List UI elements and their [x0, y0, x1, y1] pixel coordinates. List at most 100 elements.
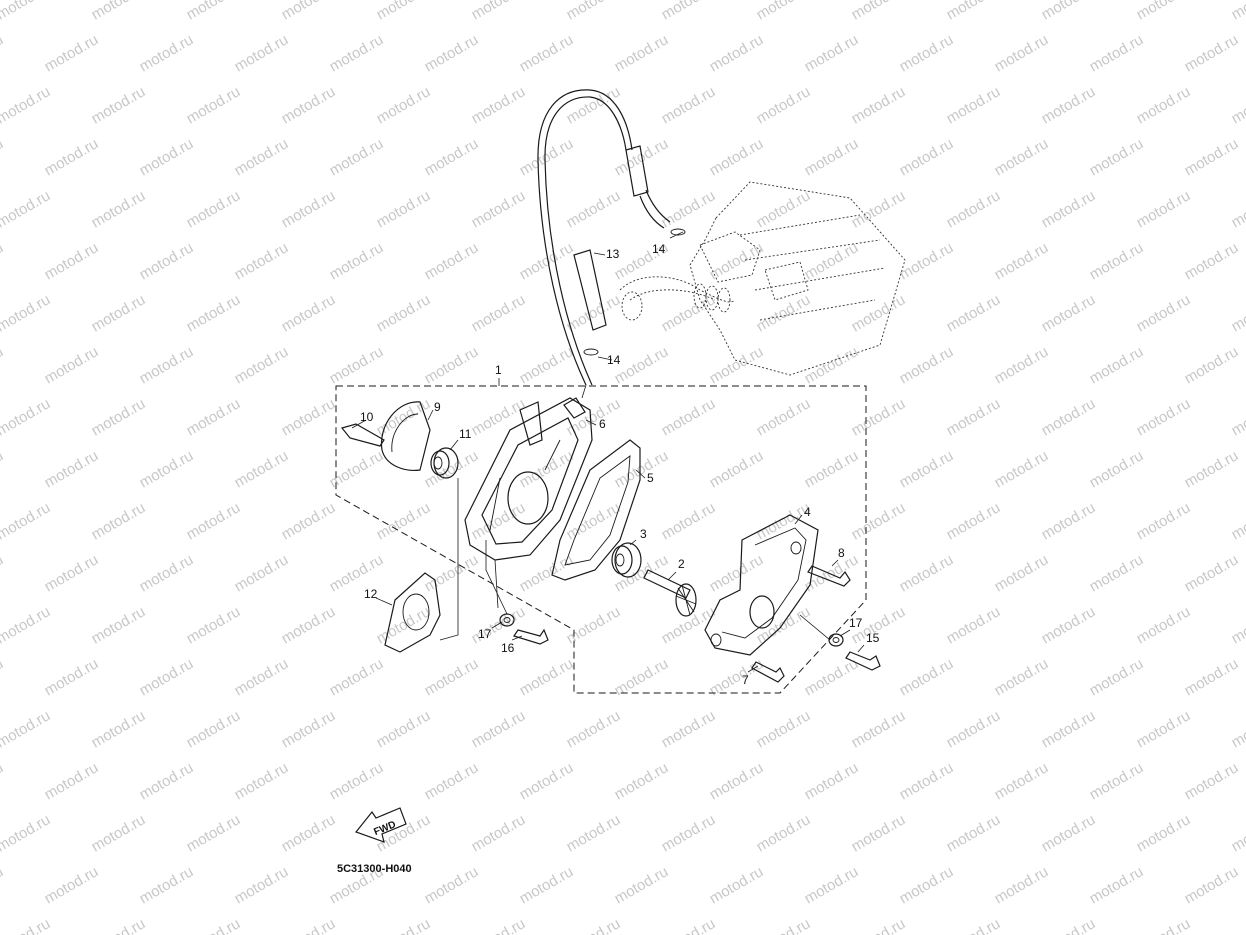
- watermark-text: motod.ru: [279, 187, 339, 231]
- callout-17-left: 17: [478, 627, 492, 641]
- watermark-text: motod.ru: [327, 447, 387, 491]
- watermark-text: motod.ru: [232, 551, 292, 595]
- watermark-text: motod.ru: [0, 655, 6, 699]
- watermark-text: motod.ru: [279, 395, 339, 439]
- watermark-text: motod.ru: [184, 707, 244, 751]
- watermark-text: motod.ru: [802, 655, 862, 699]
- watermark-text: motod.ru: [564, 187, 624, 231]
- watermark-text: motod.ru: [992, 343, 1052, 387]
- bolts-and-washers: [499, 565, 881, 683]
- watermark-text: motod.ru: [232, 343, 292, 387]
- watermark-text: motod.ru: [707, 31, 767, 75]
- watermark-text: motod.ru: [327, 343, 387, 387]
- part-5-gasket: [551, 439, 641, 581]
- watermark-text: motod.ru: [849, 811, 909, 855]
- watermark-text: motod.ru: [1039, 83, 1099, 127]
- watermark-text: motod.ru: [89, 187, 149, 231]
- watermark-text: motod.ru: [232, 239, 292, 283]
- watermark-text: motod.ru: [1087, 863, 1147, 907]
- watermark-text: motod.ru: [0, 551, 6, 595]
- watermark-text: motod.ru: [659, 83, 719, 127]
- callout-3: 3: [640, 527, 647, 541]
- watermark-text: motod.ru: [422, 343, 482, 387]
- watermark-text: motod.ru: [232, 759, 292, 803]
- watermark-text: motod.ru: [0, 135, 6, 179]
- watermark-text: motod.ru: [42, 343, 102, 387]
- watermark-text: motod.ru: [232, 863, 292, 907]
- watermark-text: motod.ru: [279, 811, 339, 855]
- watermark-text: motod.ru: [944, 291, 1004, 335]
- watermark-text: motod.ru: [374, 0, 434, 23]
- watermark-text: motod.ru: [612, 31, 672, 75]
- watermark-text: motod.ru: [659, 187, 719, 231]
- callout-10: 10: [360, 410, 374, 424]
- callout-1: 1: [495, 363, 502, 377]
- part-9-plate: [340, 401, 431, 471]
- watermark-text: motod.ru: [564, 83, 624, 127]
- watermark-text: motod.ru: [1182, 655, 1242, 699]
- watermark-text: motod.ru: [1087, 31, 1147, 75]
- watermark-text: motod.ru: [1039, 499, 1099, 543]
- watermark-text: motod.ru: [897, 239, 957, 283]
- watermark-text: motod.ru: [564, 915, 624, 935]
- watermark-text: motod.ru: [707, 447, 767, 491]
- watermark-text: motod.ru: [1134, 291, 1194, 335]
- watermark-text: motod.ru: [0, 83, 53, 127]
- watermark-text: motod.ru: [422, 655, 482, 699]
- watermark-text: motod.ru: [89, 499, 149, 543]
- watermark-text: motod.ru: [517, 759, 577, 803]
- watermark-text: motod.ru: [1134, 499, 1194, 543]
- watermark-text: motod.ru: [1229, 0, 1246, 23]
- watermark-text: motod.ru: [659, 395, 719, 439]
- watermark-text: motod.ru: [564, 811, 624, 855]
- watermark-text: motod.ru: [469, 187, 529, 231]
- watermark-text: motod.ru: [897, 343, 957, 387]
- watermark-text: motod.ru: [659, 0, 719, 23]
- watermark-text: motod.ru: [42, 135, 102, 179]
- watermark-text: motod.ru: [944, 915, 1004, 935]
- watermark-text: motod.ru: [754, 915, 814, 935]
- watermark-text: motod.ru: [802, 31, 862, 75]
- callout-leaders: [351, 231, 865, 673]
- watermark-text: motod.ru: [754, 707, 814, 751]
- watermark-text: motod.ru: [802, 863, 862, 907]
- watermark-text: motod.ru: [849, 395, 909, 439]
- watermark-text: motod.ru: [897, 759, 957, 803]
- watermark-text: motod.ru: [0, 187, 53, 231]
- watermark-text: motod.ru: [944, 395, 1004, 439]
- watermark-text: motod.ru: [707, 759, 767, 803]
- watermark-text: motod.ru: [232, 655, 292, 699]
- watermark-text: motod.ru: [0, 447, 6, 491]
- watermark-text: motod.ru: [517, 31, 577, 75]
- watermark-text: motod.ru: [374, 915, 434, 935]
- watermark-text: motod.ru: [1229, 499, 1246, 543]
- watermark-text: motod.ru: [374, 83, 434, 127]
- watermark-text: motod.ru: [1229, 187, 1246, 231]
- watermark-text: motod.ru: [754, 811, 814, 855]
- watermark-text: motod.ru: [707, 343, 767, 387]
- watermark-text: motod.ru: [1087, 551, 1147, 595]
- watermark-text: motod.ru: [0, 395, 53, 439]
- watermark-text: motod.ru: [897, 551, 957, 595]
- watermark-text: motod.ru: [279, 0, 339, 23]
- watermark-text: motod.ru: [1182, 135, 1242, 179]
- callout-16: 16: [501, 641, 515, 655]
- watermark-text: motod.ru: [89, 291, 149, 335]
- watermark-text: motod.ru: [327, 135, 387, 179]
- watermark-text: motod.ru: [612, 759, 672, 803]
- watermark-text: motod.ru: [232, 31, 292, 75]
- watermark-text: motod.ru: [422, 239, 482, 283]
- watermark-text: motod.ru: [374, 707, 434, 751]
- watermark-text: motod.ru: [1182, 551, 1242, 595]
- watermark-text: motod.ru: [944, 603, 1004, 647]
- watermark-text: motod.ru: [279, 499, 339, 543]
- watermark-text: motod.ru: [279, 291, 339, 335]
- callout-8: 8: [838, 546, 845, 560]
- diagram-code: 5C31300-H040: [337, 863, 412, 875]
- watermark-text: motod.ru: [42, 759, 102, 803]
- watermark-text: motod.ru: [422, 135, 482, 179]
- watermark-text: motod.ru: [849, 187, 909, 231]
- watermark-text: motod.ru: [1039, 187, 1099, 231]
- callout-7: 7: [742, 673, 749, 687]
- part-12-gasket: [384, 572, 441, 653]
